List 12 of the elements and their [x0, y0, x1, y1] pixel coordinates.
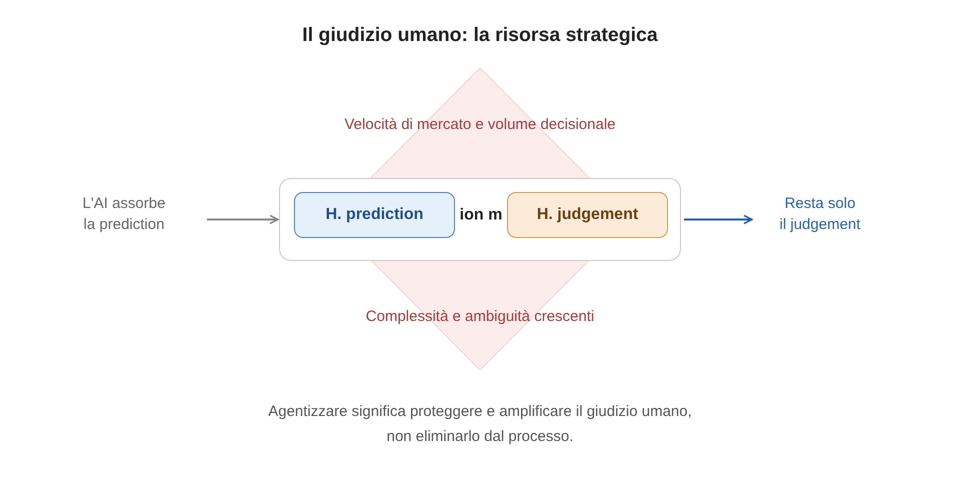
diamond-label: Complessità e ambiguità crescenti	[366, 308, 594, 326]
process-box: H. prediction	[294, 192, 455, 238]
caption-text: Agentizzare significa proteggere e amplificare il giudizio umano, non eliminarlo dal processo.	[267, 402, 693, 447]
process-box: H. judgement	[507, 192, 668, 238]
arrow	[207, 214, 279, 224]
rounded-panel	[279, 178, 681, 261]
annotation-text: L'AI assorbe la prediction	[76, 193, 172, 235]
annotation-text: Resta solo il judgement	[772, 193, 868, 235]
arrow	[684, 214, 753, 224]
diagram-title: Il giudizio umano: la risorsa strategica	[302, 24, 658, 47]
diamond-label: Velocità di mercato e volume decisionale	[344, 116, 616, 134]
panel-title: ion m	[460, 206, 502, 224]
